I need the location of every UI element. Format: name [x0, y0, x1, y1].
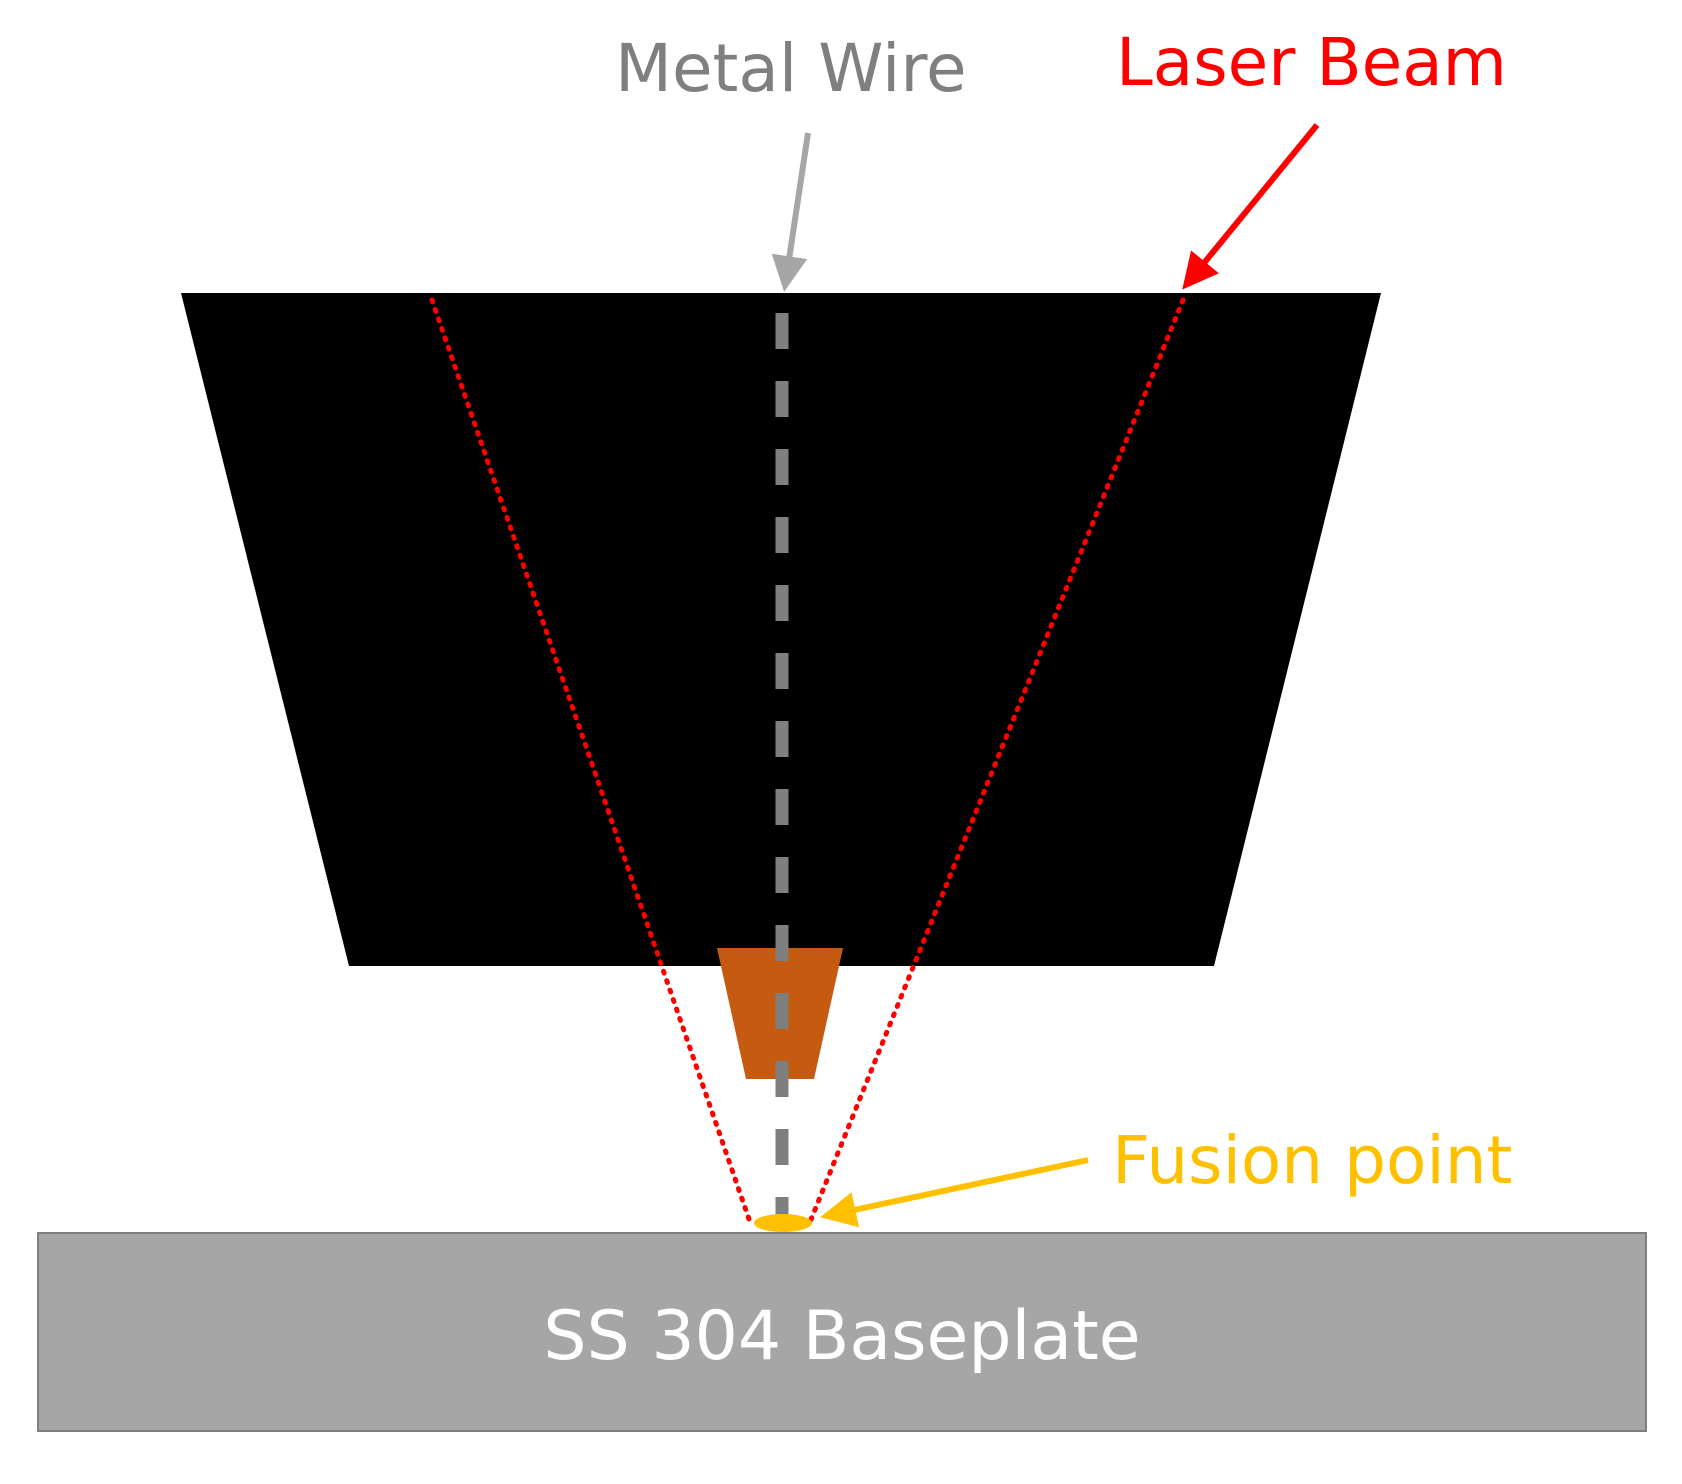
metal-wire-pointer-arrow [771, 132, 811, 292]
fusion-point-label: Fusion point [1112, 1122, 1513, 1199]
fusion-point-pointer-arrow [820, 1157, 1089, 1228]
baseplate [37, 1232, 1647, 1432]
laser-beam-right [807, 297, 1186, 1225]
laser-beam-pointer-arrow [1182, 123, 1320, 290]
baseplate-label: SS 304 Baseplate [543, 1297, 1141, 1376]
fusion-point-marker [754, 1214, 812, 1232]
metal-wire-label: Metal Wire [615, 30, 967, 107]
nozzle-body [181, 293, 1381, 966]
laser-beam-label: Laser Beam [1116, 24, 1507, 101]
laser-beam-left [429, 297, 753, 1225]
